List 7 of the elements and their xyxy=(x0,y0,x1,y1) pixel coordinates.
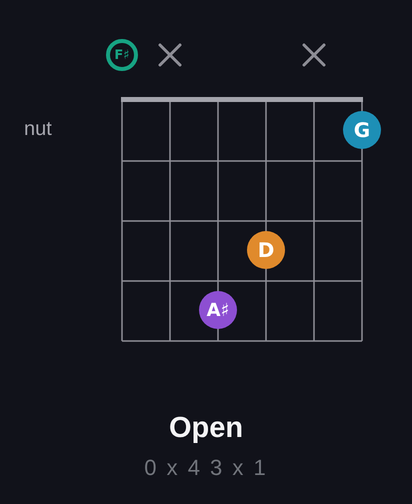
chord-name: Open xyxy=(168,412,244,445)
note-dot: G xyxy=(343,111,381,149)
note-dot: D xyxy=(247,231,285,269)
open-string-ring: F♯ xyxy=(106,39,138,71)
fingering-code: 0 x 4 3 x 1 xyxy=(144,455,268,481)
nut-label: nut xyxy=(24,118,52,141)
note-dot: A♯ xyxy=(199,291,237,329)
